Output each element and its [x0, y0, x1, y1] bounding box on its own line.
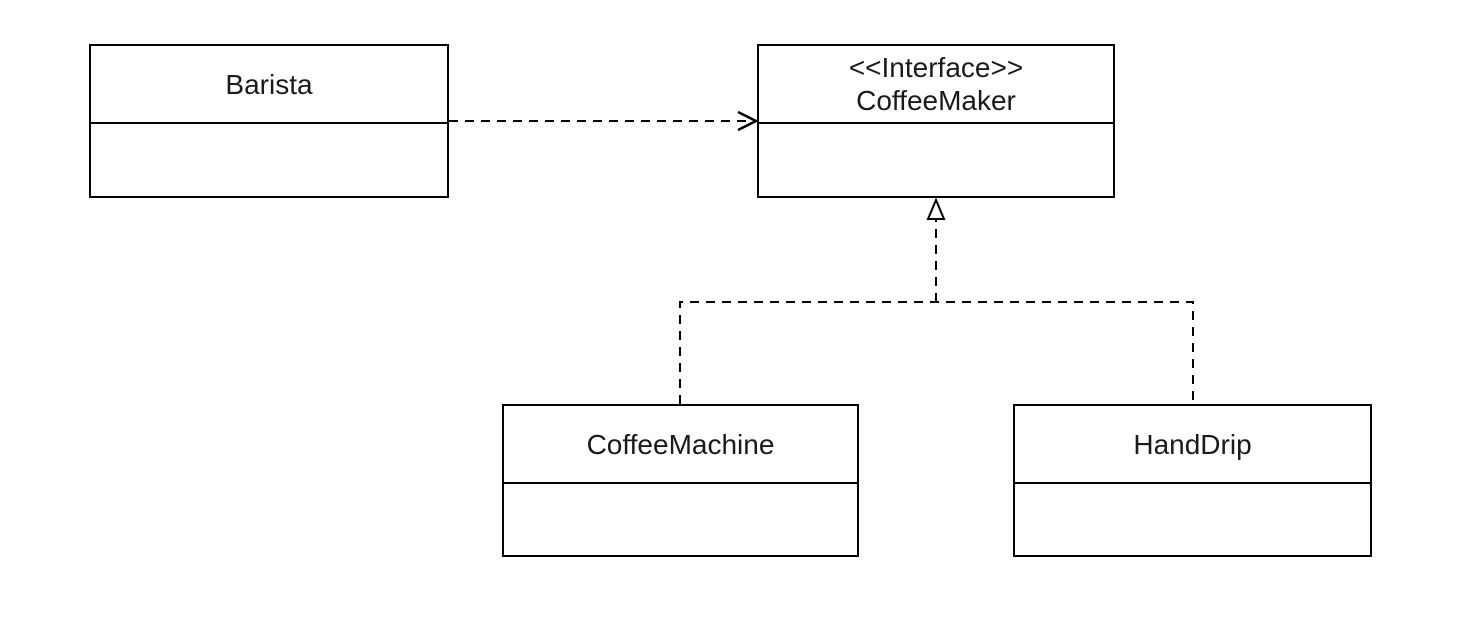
class-title-compartment: HandDrip: [1015, 406, 1370, 484]
class-name: CoffeeMaker: [856, 85, 1016, 116]
class-empty-compartment: [504, 484, 857, 555]
open-arrowhead-icon: [737, 110, 759, 132]
class-name: Barista: [225, 68, 313, 100]
class-empty-compartment: [1015, 484, 1370, 555]
class-name: HandDrip: [1133, 428, 1252, 460]
class-empty-compartment: [759, 124, 1113, 196]
class-title-compartment: Barista: [91, 46, 447, 124]
class-box-barista: Barista: [89, 44, 449, 198]
realization-edge-branches: [679, 301, 1194, 404]
class-name: CoffeeMachine: [586, 428, 775, 460]
class-box-handdrip: HandDrip: [1013, 404, 1372, 557]
class-empty-compartment: [91, 124, 447, 196]
hollow-triangle-arrowhead-icon: [926, 197, 946, 220]
class-title-compartment: <<Interface>> CoffeeMaker: [759, 46, 1113, 124]
class-title-compartment: CoffeeMachine: [504, 406, 857, 484]
class-box-coffeemachine: CoffeeMachine: [502, 404, 859, 557]
class-box-coffeemaker: <<Interface>> CoffeeMaker: [757, 44, 1115, 198]
class-stereotype: <<Interface>>: [848, 52, 1024, 83]
